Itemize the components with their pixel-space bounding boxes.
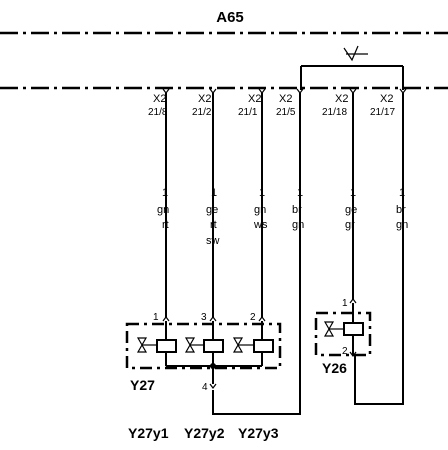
coil-y27y1 xyxy=(156,339,177,353)
connector-id: X2 xyxy=(335,93,348,105)
coil-y27y2 xyxy=(203,339,224,353)
connector-id: X2 xyxy=(380,93,393,105)
wire-color-2: rt xyxy=(210,219,217,231)
connector-pin: 21/1 xyxy=(238,107,258,118)
wire-size: 1 xyxy=(297,187,303,199)
connector-pin: 21/18 xyxy=(322,107,347,118)
wire-color-2: gn xyxy=(292,219,304,231)
connector-6: X2 21/17 xyxy=(370,93,395,118)
connector-id: X2 xyxy=(279,93,292,105)
y27-housing xyxy=(125,322,282,370)
connector-pin: 21/2 xyxy=(192,107,212,118)
y26-housing xyxy=(314,311,372,357)
label-y27y2: Y27y2 xyxy=(184,425,225,441)
y26-label: Y26 xyxy=(322,360,347,376)
connector-pin: 21/17 xyxy=(370,107,395,118)
connector-5: X2 21/18 xyxy=(322,93,348,118)
wire-21-17 xyxy=(354,93,404,405)
wire-21-5 xyxy=(212,93,301,415)
shield-connection xyxy=(300,45,404,90)
wire-color-1: br xyxy=(396,204,406,216)
module-title: A65 xyxy=(216,9,244,26)
wire-color-3: sw xyxy=(206,235,220,247)
y27-pin-label: 3 xyxy=(201,312,207,323)
connector-3: X2 21/1 xyxy=(238,93,261,118)
wire-label-3: 1 gn ws xyxy=(253,187,268,231)
wire-size: 1 xyxy=(350,187,356,199)
connector-2: X2 21/2 xyxy=(192,93,212,118)
y27-pin-label: 1 xyxy=(153,312,159,323)
y26-valve: 1 2 Y26 xyxy=(314,298,372,376)
wire-color-2: rt xyxy=(162,219,169,231)
wire-label-6: 1 br gn xyxy=(396,187,408,231)
valve-icon xyxy=(136,337,254,353)
connector-4: X2 21/5 xyxy=(276,93,296,118)
wire-label-4: 1 br gn xyxy=(292,187,304,231)
connector-pin: 21/8 xyxy=(148,107,168,118)
wire-color-1: ge xyxy=(345,204,357,216)
y26-pin-label: 1 xyxy=(342,298,348,309)
wire-label-1: 1 gn rt xyxy=(157,187,169,231)
wire-label-2: 1 ge rt sw xyxy=(206,187,220,247)
wire-color-1: ge xyxy=(206,204,218,216)
coil-y27y3 xyxy=(253,339,274,353)
y26-pin-label: 2 xyxy=(342,346,348,357)
label-y27y1: Y27y1 xyxy=(128,425,169,441)
y27-pin-label: 2 xyxy=(250,312,256,323)
wire-size: 1 xyxy=(162,187,168,199)
y27-label: Y27 xyxy=(130,377,155,393)
wire-color-1: gn xyxy=(157,204,169,216)
y27-valve-block: 1 3 2 4 Y27 xyxy=(125,312,282,393)
wire-color-1: gn xyxy=(254,204,266,216)
wire-color-2: gr xyxy=(345,219,355,231)
wire-label-5: 1 ge gr xyxy=(345,187,357,231)
label-y27y3: Y27y3 xyxy=(238,425,279,441)
wire-color-2: ws xyxy=(253,219,268,231)
wire-size: 1 xyxy=(399,187,405,199)
connector-id: X2 xyxy=(248,93,261,105)
valve-icon xyxy=(323,321,344,337)
coil-y26 xyxy=(343,322,364,336)
y27-pin-label: 4 xyxy=(202,382,208,393)
connector-pin: 21/5 xyxy=(276,107,296,118)
connector-id: X2 xyxy=(153,93,166,105)
connector-1: X2 21/8 xyxy=(148,93,168,118)
connector-id: X2 xyxy=(198,93,211,105)
wire-color-2: gn xyxy=(396,219,408,231)
wire-size: 1 xyxy=(211,187,217,199)
wire-color-1: br xyxy=(292,204,302,216)
wire-size: 1 xyxy=(259,187,265,199)
